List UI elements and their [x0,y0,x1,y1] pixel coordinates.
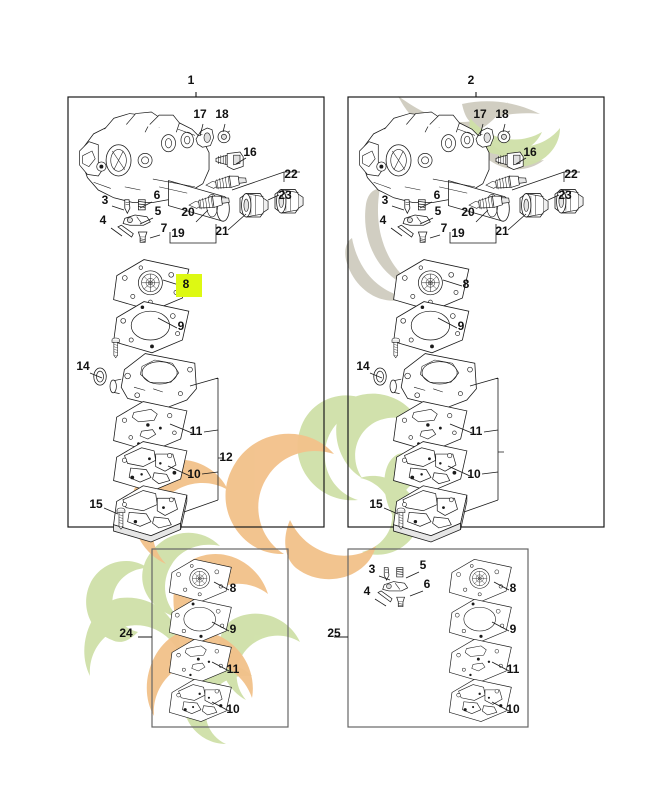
callout-label-6: 6 [424,577,431,591]
callout-label-16: 16 [523,145,537,159]
callout-label-11: 11 [190,424,203,438]
mixture-screw-16-2 [495,151,524,170]
callout-label-21: 21 [215,224,229,238]
clip-part-18-1 [217,130,231,144]
small-parts-cluster-2 [397,199,431,243]
callout-label-5: 5 [420,558,427,572]
pump-body-1 [109,353,197,409]
callout-label-9: 9 [458,319,465,333]
callout-label-14: 14 [356,359,370,373]
pump-gasket-11-25 [448,638,512,682]
callout-label-8: 8 [463,277,470,291]
o-ring-14-2 [373,367,387,386]
callout-label-14: 14 [76,359,90,373]
lever-part-17-1 [195,127,214,148]
panel-24[interactable] [138,548,289,728]
pump-diaphragm-10-24 [168,678,232,722]
callout-label-8: 8 [183,277,190,291]
callout-label-17: 17 [473,107,487,121]
jet-part-20-1 [204,173,248,192]
callout-label-22: 22 [564,167,578,181]
small-parts-cluster-25 [377,567,408,607]
callout-label-9: 9 [230,622,237,636]
callout-label-7: 7 [441,221,448,235]
callout-label-6: 6 [154,188,161,202]
callout-label-9: 9 [510,622,517,636]
callout-label-6: 6 [434,188,441,202]
pump-diaphragm-10-25 [448,678,512,722]
limiter-cap-21-1 [239,193,269,218]
callout-label-1: 1 [188,73,195,87]
callout-label-8: 8 [230,581,237,595]
callout-label-21: 21 [495,224,509,238]
callout-label-5: 5 [435,204,442,218]
jet-part-20-2 [484,173,528,192]
callout-label-8: 8 [510,581,517,595]
callout-label-22: 22 [284,167,298,181]
callout-label-5: 5 [155,204,162,218]
screw-upper-2 [391,337,400,359]
callout-label-25: 25 [327,626,341,640]
callout-label-4: 4 [364,584,371,598]
callout-label-10: 10 [226,702,240,716]
callout-label-3: 3 [369,562,376,576]
clip-part-18-2 [497,130,511,144]
callout-label-9: 9 [178,319,185,333]
screw-upper-1 [111,337,120,359]
callout-label-18: 18 [495,107,509,121]
callout-label-11: 11 [470,424,483,438]
callout-label-19: 19 [171,226,185,240]
highlight-box-item-8[interactable] [176,274,202,297]
callout-label-23: 23 [278,188,292,202]
callout-label-24: 24 [119,626,133,640]
callout-label-4: 4 [100,213,107,227]
limiter-cap-21-2 [519,193,549,218]
callout-label-12: 12 [219,450,233,464]
pump-gasket-11-24 [168,638,232,682]
callout-labels-panel-1: 1 17 18 16 22 23 3 6 5 4 7 20 19 21 8 9 14 11 12 10 15 [76,73,298,511]
metering-diaphragm-8-24 [168,558,232,602]
panel-2[interactable] [347,92,605,543]
pump-diaphragm-10-1 [113,441,188,492]
pump-cover-1 [113,485,188,543]
gasket-9-24 [168,598,232,642]
panel-25-border [347,548,529,728]
lever-part-17-2 [475,127,494,148]
callout-label-15: 15 [89,497,103,511]
callout-label-11: 11 [227,662,240,676]
callout-label-20: 20 [461,205,475,219]
callout-labels-panel-24: 24 8 9 11 10 [119,581,240,716]
panel-24-border [151,548,289,728]
callout-label-3: 3 [382,193,389,207]
callout-label-10: 10 [506,702,520,716]
pump-diaphragm-10-2 [393,441,468,492]
callout-label-15: 15 [369,497,383,511]
mixture-screw-16-1 [215,151,244,170]
pump-body-2 [389,353,477,409]
o-ring-14-1 [93,367,107,386]
callout-label-20: 20 [181,205,195,219]
callout-label-10: 10 [467,467,481,481]
callout-labels-panel-25: 25 3 5 4 6 8 9 11 10 [327,558,520,716]
callout-label-10: 10 [187,467,201,481]
callout-label-2: 2 [468,73,475,87]
callout-label-3: 3 [102,193,109,207]
callout-label-19: 19 [451,226,465,240]
callout-label-18: 18 [215,107,229,121]
callout-label-17: 17 [193,107,207,121]
callout-label-16: 16 [243,145,257,159]
panel-25[interactable] [334,548,529,728]
callout-label-4: 4 [380,213,387,227]
callout-label-7: 7 [161,221,168,235]
panel-1[interactable] [67,92,325,543]
metering-diaphragm-8-25 [448,558,512,602]
callout-label-11: 11 [507,662,520,676]
small-parts-cluster-1 [117,199,151,243]
callout-labels-panel-2: 2 17 18 16 22 23 3 6 5 4 7 20 19 21 8 9 14 11 10 15 [356,73,578,511]
callout-label-23: 23 [558,188,572,202]
gasket-9-25 [448,598,512,642]
pump-cover-2 [393,485,468,543]
